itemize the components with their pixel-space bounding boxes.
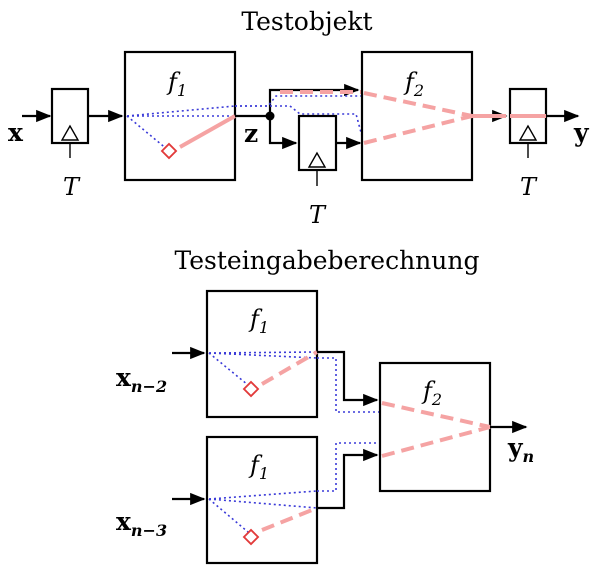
fault-diamond-icon — [242, 528, 260, 546]
wire-junction-delay2 — [268, 116, 298, 150]
top-input-label: x — [8, 118, 24, 147]
clock-label: T — [63, 173, 81, 201]
fault-diamond-icon — [242, 380, 260, 398]
clock-label: T — [520, 173, 538, 201]
junction-label: z — [244, 119, 258, 148]
title-testobjekt: Testobjekt — [241, 7, 372, 36]
dotted-path — [235, 105, 363, 137]
clock-triangle-icon — [307, 151, 327, 168]
f1-box — [205, 435, 319, 565]
bottom-f1-upper-block: f1 — [205, 289, 319, 419]
fault-diamond-icon — [160, 142, 178, 160]
dotted-path — [126, 115, 169, 151]
dotted-path — [208, 351, 318, 354]
dotted-path — [126, 105, 236, 117]
highlight-path — [260, 350, 319, 386]
highlight-path — [363, 91, 473, 118]
wire-f1-upper-f2 — [317, 350, 379, 407]
top-output-label: y — [573, 118, 590, 147]
wire-f1-lower-f2 — [317, 448, 379, 510]
top-diagram: x T f1 z — [8, 50, 590, 229]
title-testeingabeberechnung: Testeingabeberechnung — [175, 246, 480, 275]
dotted-path — [317, 357, 380, 413]
dotted-path — [208, 498, 318, 509]
highlight-path — [363, 114, 473, 145]
f2-box — [378, 361, 492, 493]
dotted-path — [208, 352, 249, 386]
bottom-f2-block: f2 — [378, 361, 492, 493]
clock-triangle-icon — [60, 124, 80, 141]
dotted-path — [317, 431, 415, 492]
clock-triangle-icon — [518, 124, 538, 141]
bottom-output-label: yn — [507, 433, 534, 466]
dotted-path — [208, 490, 318, 500]
delay-element-2: T — [297, 114, 338, 229]
f2-box — [360, 50, 474, 182]
bottom-input-lower-label: xn−3 — [116, 507, 167, 540]
bottom-input-upper-label: xn−2 — [116, 363, 167, 396]
bottom-diagram: xn−2 f1 xn−3 f1 f — [116, 289, 534, 565]
top-f2-block: f2 — [360, 50, 474, 182]
delay-element-3: T — [508, 87, 548, 201]
bottom-f1-lower-block: f1 — [205, 435, 319, 565]
clock-label: T — [309, 201, 327, 229]
top-f1-block: f1 — [123, 50, 237, 182]
dotted-path — [235, 95, 362, 107]
highlight-path — [179, 114, 236, 149]
delay-element-1: T — [50, 87, 90, 201]
highlight-path — [381, 401, 491, 429]
dotted-path — [208, 498, 249, 533]
f1-box — [205, 289, 319, 419]
dotted-path — [208, 352, 318, 359]
highlight-path — [261, 506, 318, 532]
